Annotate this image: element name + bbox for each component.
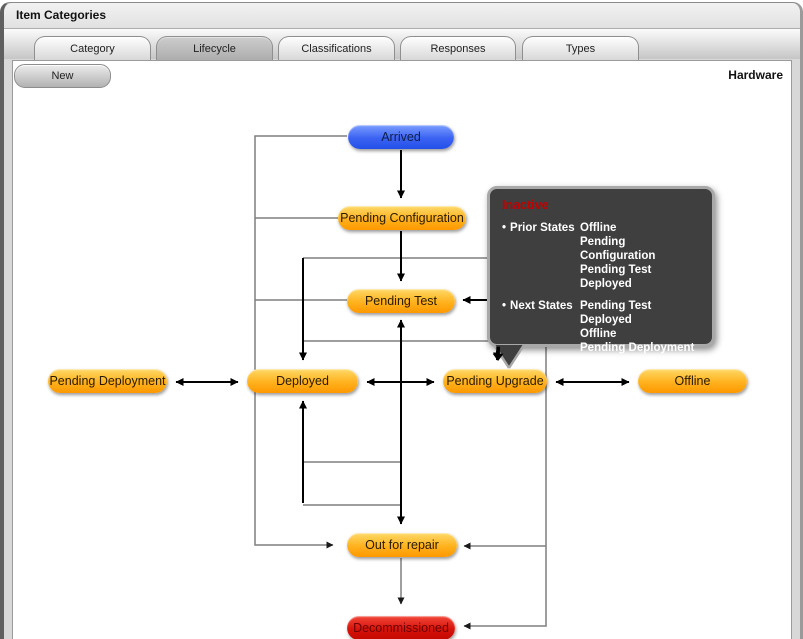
state-tooltip-inactive: Inactive •Prior States Offline Pending C…	[487, 186, 715, 354]
tab-types[interactable]: Types	[522, 36, 639, 60]
prior-state-item: Offline	[580, 222, 617, 234]
edge-left-trunk-to-out-for-repair	[254, 135, 347, 549]
state-node-pending-deployment[interactable]: Pending Deployment	[48, 369, 167, 393]
tab-bar: Category Lifecycle Classifications Respo…	[4, 29, 800, 60]
edge-right-trunk-to-decommissioned	[463, 341, 547, 630]
next-states-values: Pending Test Deployed Offline Pending De…	[580, 299, 700, 355]
state-node-pending-test[interactable]: Pending Test	[347, 289, 455, 313]
tab-responses[interactable]: Responses	[400, 36, 516, 60]
tooltip-tail-icon	[492, 345, 526, 369]
prior-states-values: Offline Pending Configuration Pending Te…	[580, 221, 700, 291]
state-node-pending-upgrade[interactable]: Pending Upgrade	[443, 369, 547, 393]
prior-state-item: Pending Configuration	[580, 236, 656, 262]
new-button[interactable]: New	[14, 64, 111, 88]
tab-classifications[interactable]: Classifications	[278, 36, 395, 60]
state-node-offline[interactable]: Offline	[638, 369, 747, 393]
tooltip-prior-states-row: •Prior States Offline Pending Configurat…	[502, 221, 700, 291]
next-state-item: Deployed	[580, 314, 632, 326]
tooltip-next-states-row: •Next States Pending Test Deployed Offli…	[502, 299, 700, 355]
page-title: Item Categories	[4, 3, 800, 29]
next-state-item: Pending Test	[580, 300, 652, 312]
category-name-label: Hardware	[728, 68, 783, 82]
tab-lifecycle[interactable]: Lifecycle	[156, 36, 273, 60]
next-states-label: •Next States	[502, 300, 573, 312]
state-node-deployed[interactable]: Deployed	[247, 369, 358, 393]
next-state-item: Offline	[580, 328, 617, 340]
prior-state-item: Pending Test	[580, 264, 652, 276]
bullet-icon: •	[502, 222, 507, 234]
state-node-decommissioned[interactable]: Decommissioned	[347, 616, 455, 639]
state-node-out-for-repair[interactable]: Out for repair	[347, 533, 457, 557]
next-state-item: Pending Deployment	[580, 342, 695, 354]
state-node-pending-configuration[interactable]: Pending Configuration	[338, 206, 466, 230]
prior-state-item: Deployed	[580, 278, 632, 290]
bullet-icon: •	[502, 300, 507, 312]
prior-states-label: •Prior States	[502, 222, 575, 234]
state-node-arrived[interactable]: Arrived	[348, 125, 454, 149]
tooltip-title: Inactive	[502, 198, 549, 212]
tab-category[interactable]: Category	[34, 36, 151, 60]
